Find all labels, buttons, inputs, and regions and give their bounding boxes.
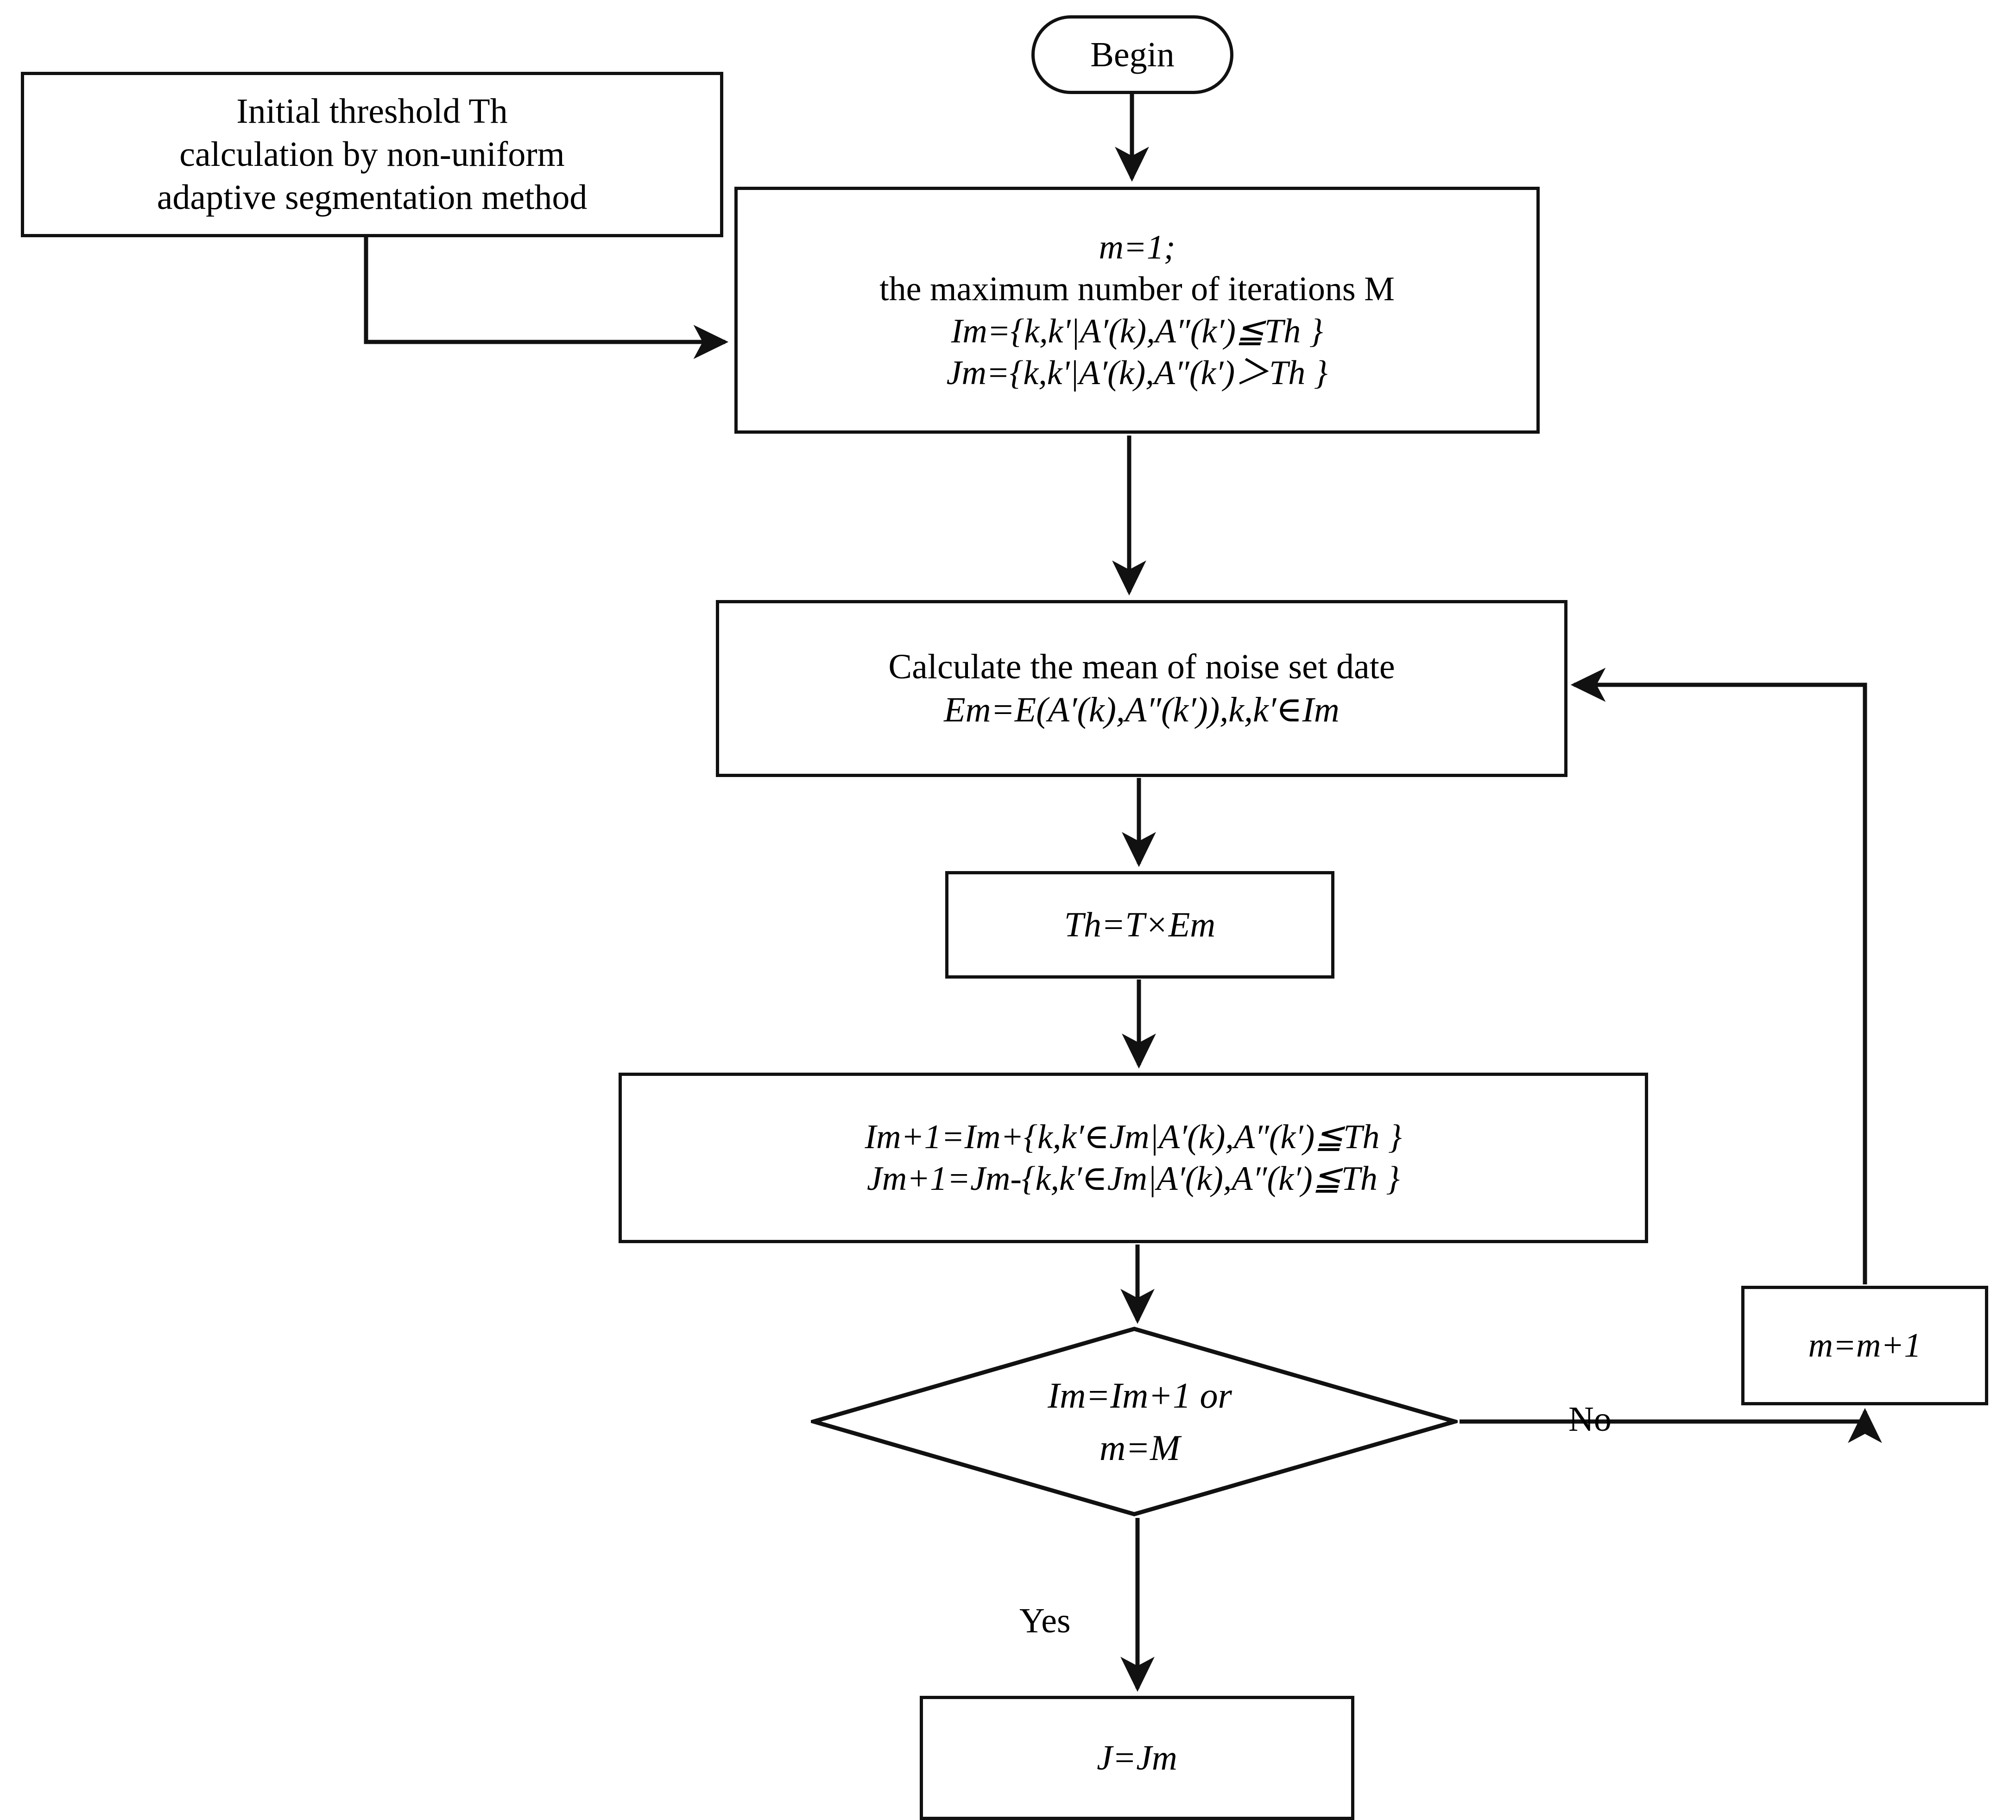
node-initialization-line-4: Jm={k,k'|A′(k),A″(k′)＞Th }	[946, 354, 1328, 392]
node-threshold-update-line-1: Th=T×Em	[1064, 905, 1216, 944]
decision-diamond-shape	[811, 1327, 1458, 1517]
node-decision-line-1: Im=Im+1 or	[1048, 1375, 1232, 1416]
node-initial-threshold-line-2: calculation by non-uniform	[179, 135, 565, 174]
edge-decision-no-to-increment	[1460, 1408, 1882, 1443]
edge-initialthreshold-to-init	[364, 237, 729, 359]
edge-label-yes: Yes	[1019, 1601, 1071, 1640]
node-output[interactable]: J=Jm	[920, 1696, 1354, 1820]
node-calculate-mean-line-1: Calculate the mean of noise set date	[888, 647, 1395, 687]
node-initialization-line-1: m=1;	[1099, 228, 1175, 266]
node-calculate-mean-line-2: Em=E(A′(k),A″(k′)),k,k′∈Im	[944, 690, 1340, 729]
node-initial-threshold-line-1: Initial threshold Th	[236, 92, 508, 131]
node-begin[interactable]: Begin	[1031, 15, 1233, 94]
node-output-line-1: J=Jm	[1097, 1738, 1177, 1777]
node-set-update-line-2: Jm+1=Jm-{k,k′∈Jm|A′(k),A″(k′)≦Th }	[866, 1160, 1400, 1198]
node-calculate-mean[interactable]: Calculate the mean of noise set date Em=…	[716, 600, 1567, 777]
node-decision-line-2: m=M	[1100, 1428, 1180, 1468]
node-initial-threshold-line-3: adaptive segmentation method	[157, 177, 588, 217]
node-threshold-update[interactable]: Th=T×Em	[945, 871, 1334, 979]
node-set-update[interactable]: Im+1=Im+{k,k′∈Jm|A′(k),A″(k′)≦Th } Jm+1=…	[619, 1073, 1648, 1243]
node-set-update-line-1: Im+1=Im+{k,k′∈Jm|A′(k),A″(k′)≦Th }	[865, 1118, 1402, 1156]
node-initialization-line-2: the maximum number of iterations M	[879, 270, 1395, 309]
node-begin-label: Begin	[1090, 35, 1175, 74]
node-decision-label: Im=Im+1 or m=M	[811, 1326, 1458, 1517]
node-increment-counter-line-1: m=m+1	[1808, 1326, 1921, 1365]
node-initialization[interactable]: m=1; the maximum number of iterations M …	[734, 187, 1540, 434]
node-increment-counter[interactable]: m=m+1	[1741, 1286, 1988, 1405]
node-decision[interactable]: Im=Im+1 or m=M	[811, 1326, 1458, 1517]
node-initialization-line-3: Im={k,k'|A′(k),A″(k′)≦Th }	[951, 312, 1323, 350]
node-initial-threshold[interactable]: Initial threshold Th calculation by non-…	[21, 72, 723, 237]
edge-label-no: No	[1568, 1400, 1612, 1439]
